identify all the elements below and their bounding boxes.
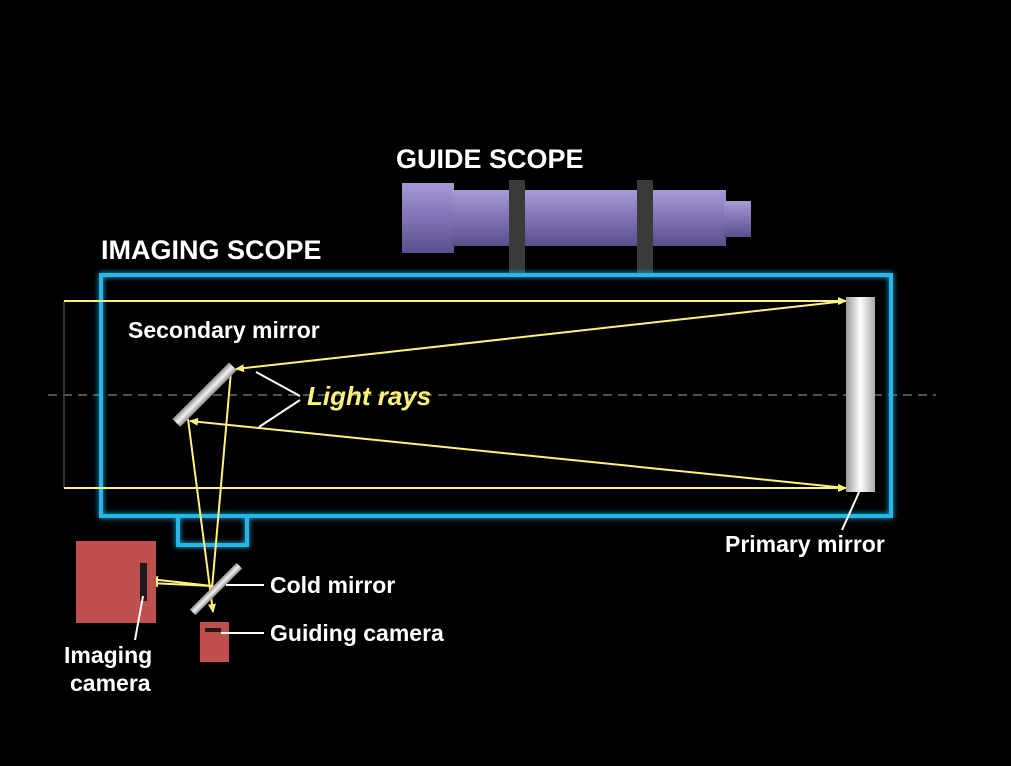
- converging-ray-right: [207, 370, 232, 601]
- cold-mirror: [189, 562, 243, 616]
- leader-lines: [134, 371, 861, 641]
- imaging-camera-label-line2: camera: [70, 670, 151, 696]
- imaging-camera: [76, 541, 156, 623]
- guide-scope-tube: [452, 190, 726, 246]
- imaging-scope-tube: [99, 273, 893, 547]
- light-rays-leader-top: [255, 371, 301, 397]
- primary-mirror: [846, 297, 875, 492]
- primary-mirror-leader: [841, 489, 861, 531]
- light-rays-label: Light rays: [307, 381, 431, 411]
- guide-scope-ring-2: [637, 180, 653, 273]
- guiding-camera-label: Guiding camera: [270, 620, 444, 646]
- reflected-ray-bottom: [189, 417, 847, 489]
- guiding-camera: [200, 622, 229, 662]
- guiding-camera-sensor: [205, 628, 221, 632]
- guide-scope: [402, 180, 751, 273]
- imaging-camera-leader: [134, 595, 144, 641]
- light-rays: [64, 297, 847, 613]
- reflected-to-imaging-camera-2: [149, 579, 213, 588]
- primary-mirror-label: Primary mirror: [725, 531, 885, 557]
- guide-scope-focuser: [724, 201, 751, 237]
- cold-mirror-label: Cold mirror: [270, 572, 395, 598]
- focuser-port: [176, 516, 249, 547]
- imaging-scope-label: IMAGING SCOPE: [101, 235, 322, 265]
- guide-scope-ring-1: [509, 180, 525, 273]
- secondary-mirror-label: Secondary mirror: [128, 317, 320, 343]
- guide-scope-dew-shield: [402, 183, 454, 253]
- light-rays-leader-bottom: [258, 399, 301, 428]
- converging-ray-left: [187, 418, 216, 613]
- secondary-mirror: [172, 362, 237, 427]
- guide-scope-label: GUIDE SCOPE: [396, 144, 584, 174]
- imaging-camera-label-line1: Imaging: [64, 642, 152, 668]
- imaging-camera-sensor: [140, 563, 147, 601]
- reflected-ray-top: [235, 300, 847, 373]
